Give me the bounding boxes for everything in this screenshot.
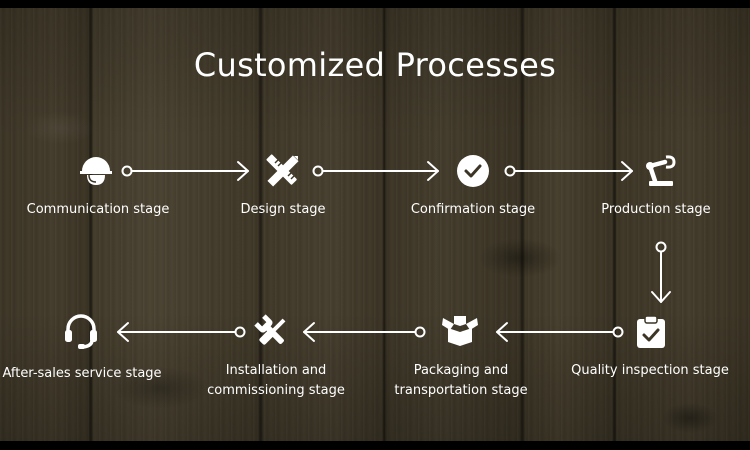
stage-label: Confirmation stage bbox=[410, 202, 536, 217]
hard-hat-icon bbox=[80, 157, 112, 185]
stage-label: Production stage bbox=[601, 202, 711, 217]
stage-label: Packaging and transportation stage bbox=[394, 363, 528, 398]
tools-icon bbox=[254, 314, 286, 345]
diagram-title: Customized Processes bbox=[193, 46, 557, 84]
arrow-confirmation-to-production bbox=[504, 161, 633, 181]
arrow-packaging-to-installation bbox=[303, 322, 426, 342]
arrow-quality-to-packaging bbox=[496, 322, 624, 342]
stage-label: Quality inspection stage bbox=[571, 363, 729, 378]
arrow-communication-to-design bbox=[121, 161, 249, 181]
robot-arm-icon bbox=[646, 155, 676, 186]
pencil-ruler-icon bbox=[266, 154, 299, 187]
open-box-icon bbox=[442, 316, 478, 346]
wood-background bbox=[0, 8, 750, 441]
stage-label: Installation and commissioning stage bbox=[207, 363, 345, 398]
stage-label: After-sales service stage bbox=[2, 366, 162, 381]
clipboard-check-icon bbox=[637, 315, 665, 348]
stage-label: Design stage bbox=[240, 202, 326, 217]
arrow-production-to-quality bbox=[651, 241, 671, 303]
arrow-design-to-confirmation bbox=[312, 161, 439, 181]
arrow-installation-to-aftersales bbox=[117, 322, 246, 342]
check-circle-icon bbox=[457, 155, 489, 187]
stage-label: Communication stage bbox=[26, 202, 170, 217]
headset-icon bbox=[65, 314, 97, 349]
